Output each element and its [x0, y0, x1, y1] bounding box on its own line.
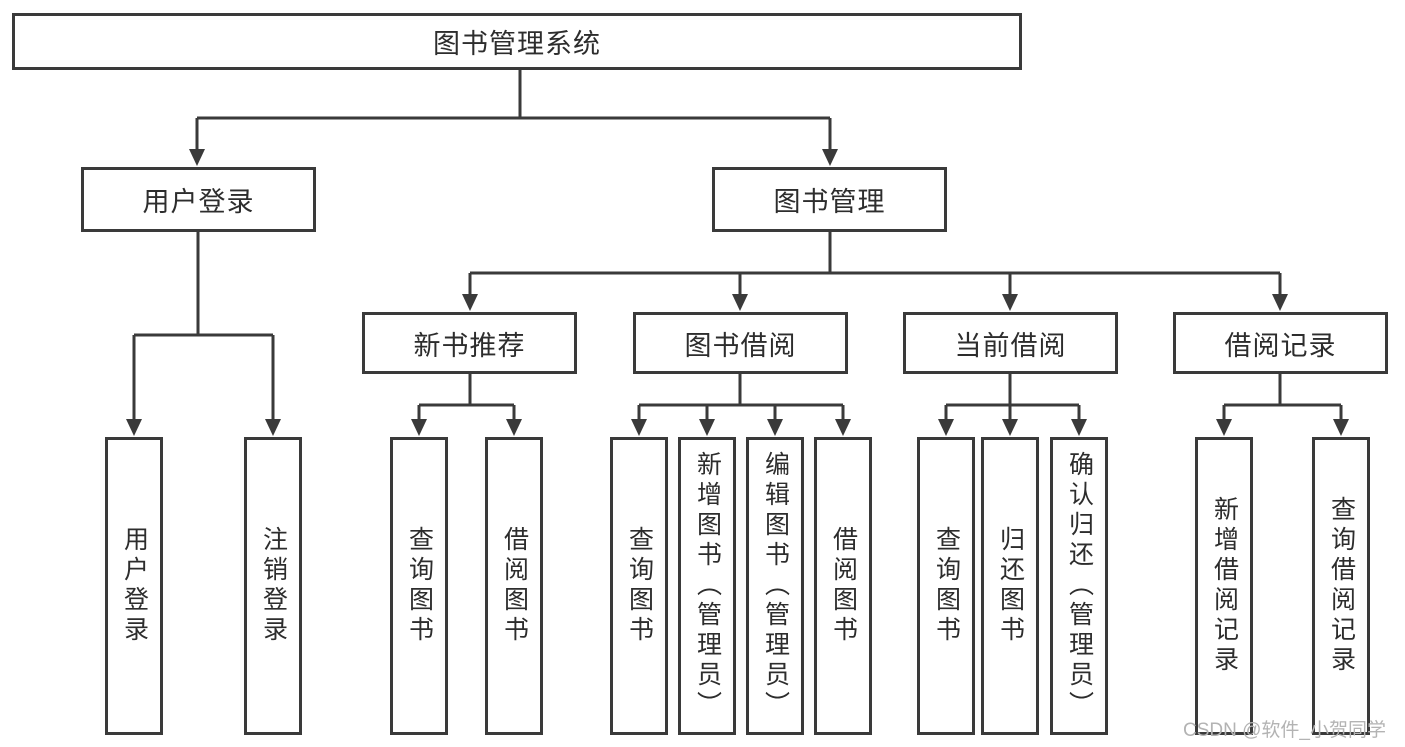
- node-user-login: 用户登录: [81, 167, 316, 232]
- connector-root-to-level1: [195, 70, 832, 150]
- leaf-records-add: 新增借阅记录: [1195, 437, 1253, 735]
- connector-current-branch: [944, 374, 1081, 420]
- leaf-current-return-books: 归还图书: [981, 437, 1039, 735]
- node-book-borrow: 图书借阅: [633, 312, 848, 374]
- leaf-newbook-borrow-books: 借阅图书: [485, 437, 543, 735]
- connector-records-branch: [1222, 374, 1343, 420]
- leaf-borrow-borrow-books: 借阅图书: [814, 437, 872, 735]
- arrowheads: [126, 149, 1349, 436]
- leaf-logout: 注销登录: [244, 437, 302, 735]
- leaf-newbook-query-books: 查询图书: [390, 437, 448, 735]
- leaf-borrow-add-books-admin: 新增图书（管理员）: [678, 437, 736, 735]
- leaf-user-login: 用户登录: [105, 437, 163, 735]
- node-current-borrow: 当前借阅: [903, 312, 1118, 374]
- node-root: 图书管理系统: [12, 13, 1022, 70]
- connector-user-login-branch: [132, 232, 275, 420]
- connector-paths: [132, 70, 1343, 420]
- leaf-records-query: 查询借阅记录: [1312, 437, 1370, 735]
- node-borrow-records: 借阅记录: [1173, 312, 1388, 374]
- connector-newbook-branch: [417, 374, 516, 420]
- node-new-book-recommend: 新书推荐: [362, 312, 577, 374]
- node-book-management: 图书管理: [712, 167, 947, 232]
- watermark: CSDN @软件_小贺同学: [1183, 720, 1386, 741]
- leaf-borrow-edit-books-admin: 编辑图书（管理员）: [746, 437, 804, 735]
- connector-borrow-branch: [637, 374, 845, 420]
- leaf-current-confirm-return-admin: 确认归还（管理员）: [1050, 437, 1108, 735]
- leaf-borrow-query-books: 查询图书: [610, 437, 668, 735]
- leaf-current-query-books: 查询图书: [917, 437, 975, 735]
- connector-book-mgmt-to-level2: [468, 232, 1282, 295]
